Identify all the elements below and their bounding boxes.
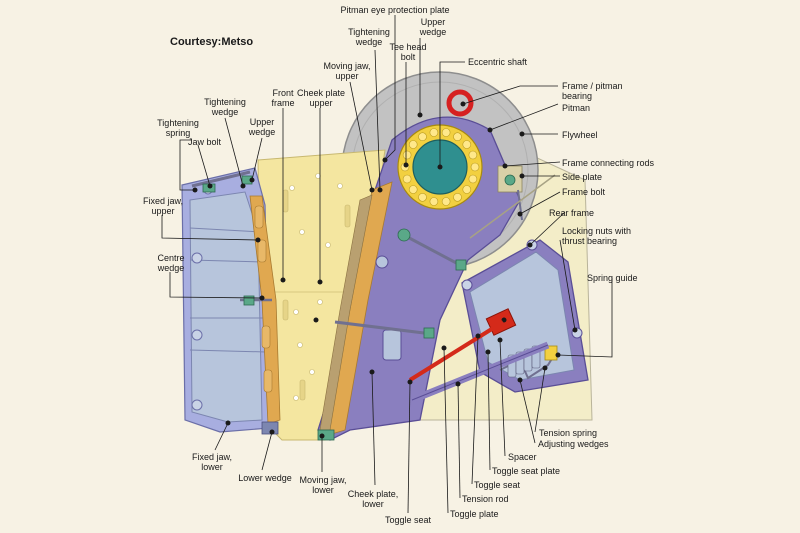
label-lower-wedge: Lower wedge [238, 473, 292, 483]
label-cheek-plate-lower-2: lower [362, 499, 384, 509]
label-upper-wedge-left-2: wedge [248, 127, 276, 137]
bearing-roller [408, 185, 418, 194]
label-tightening-spring: Tightening [157, 118, 199, 128]
label-tee-head-bolt-2: bolt [400, 52, 416, 62]
label-side-plate: Side plate [562, 172, 603, 182]
label-toggle-seat-bottom: Toggle seat [384, 515, 432, 525]
label-front-frame: Front [272, 88, 294, 98]
fixed-jaw [189, 191, 263, 423]
leader-dots [192, 101, 578, 439]
label-moving-jaw-upper: Moving jaw, [323, 61, 371, 71]
label-frame-pitman-bearing-2: bearing [562, 91, 593, 101]
label-moving-jaw-upper-2: upper [335, 71, 359, 81]
label-centre-wedge: Centre [157, 253, 185, 263]
label-tightening-wedge-top: Tightening [348, 27, 390, 37]
bearing-roller [429, 197, 439, 206]
bearing-roller [453, 132, 462, 141]
bearing-roller [441, 128, 451, 137]
label-moving-jaw-lower-2: lower [312, 485, 334, 495]
label-toggle-seat-right: Toggle seat [474, 480, 521, 490]
label-tension-spring: Tension spring [539, 428, 598, 438]
label-pitman: Pitman [562, 103, 591, 113]
label-tension-rod: Tension rod [462, 494, 509, 504]
label-toggle-plate: Toggle plate [450, 509, 499, 519]
label-adjusting-wedges: Adjusting wedges [538, 439, 609, 449]
bearing-roller [453, 193, 462, 202]
label-upper-wedge-top: Upper [420, 17, 446, 27]
bearing-roller [470, 162, 480, 172]
bearing-roller [441, 197, 451, 206]
bearing-roller [408, 140, 418, 149]
label-rear-frame: Rear frame [549, 208, 595, 218]
centre-wedge-bolt [240, 295, 272, 306]
label-cheek-plate-upper-2: upper [309, 98, 333, 108]
label-tightening-spring-2: spring [165, 128, 191, 138]
label-moving-jaw-lower: Moving jaw, [299, 475, 347, 485]
bearing-roller [418, 193, 427, 202]
label-eccentric-shaft: Eccentric shaft [468, 57, 528, 67]
bearing-roller [468, 174, 478, 184]
label-pitman-eye-protection-plate: Pitman eye protection plate [340, 5, 450, 15]
label-tee-head-bolt: Tee head [389, 42, 427, 52]
label-tightening-wedge-left: Tightening [204, 97, 246, 107]
label-frame-pitman-bearing: Frame / pitman [562, 81, 623, 91]
label-fixed-jaw-lower-2: lower [201, 462, 223, 472]
label-frame-connecting-rods: Frame connecting rods [562, 158, 655, 168]
label-frame-bolt: Frame bolt [562, 187, 606, 197]
label-upper-wedge-left: Upper [249, 117, 275, 127]
pitman-bolt [317, 228, 467, 441]
frame-connecting-rod [469, 174, 556, 239]
label-locking-nuts-2: thrust bearing [562, 236, 618, 246]
pitman-eye-protection-plate [446, 89, 474, 117]
courtesy-credit: Courtesy:Metso [170, 36, 254, 48]
label-fixed-jaw-lower: Fixed jaw, [191, 452, 233, 462]
label-spacer: Spacer [508, 452, 537, 462]
label-cheek-plate-upper: Cheek plate [296, 88, 346, 98]
label-toggle-seat-plate: Toggle seat plate [492, 466, 561, 476]
bearing-roller [462, 185, 472, 194]
bearing-roller [468, 150, 478, 160]
bearing-roller [402, 174, 412, 184]
label-flywheel: Flywheel [562, 130, 598, 140]
label-centre-wedge-2: wedge [157, 263, 185, 273]
bearing-roller [402, 150, 412, 160]
leader-lines [161, 15, 613, 514]
label-front-frame-2: frame [271, 98, 295, 108]
bearing-roller [462, 140, 472, 149]
label-upper-wedge-top-2: wedge [419, 27, 447, 37]
label-fixed-jaw-upper: Fixed jaw, [142, 196, 184, 206]
label-jaw-bolt: Jaw bolt [188, 137, 222, 147]
label-fixed-jaw-upper-2: upper [151, 206, 175, 216]
side-plate [497, 165, 523, 221]
bearing-roller [418, 132, 427, 141]
tension-rod [408, 320, 505, 382]
bearing-roller [429, 128, 439, 137]
label-locking-nuts: Locking nuts with [562, 226, 632, 236]
label-tightening-wedge-left-2: wedge [211, 107, 239, 117]
label-cheek-plate-lower: Cheek plate, [347, 489, 399, 499]
label-spring-guide: Spring guide [587, 273, 638, 283]
label-tightening-wedge-top-2: wedge [355, 37, 383, 47]
